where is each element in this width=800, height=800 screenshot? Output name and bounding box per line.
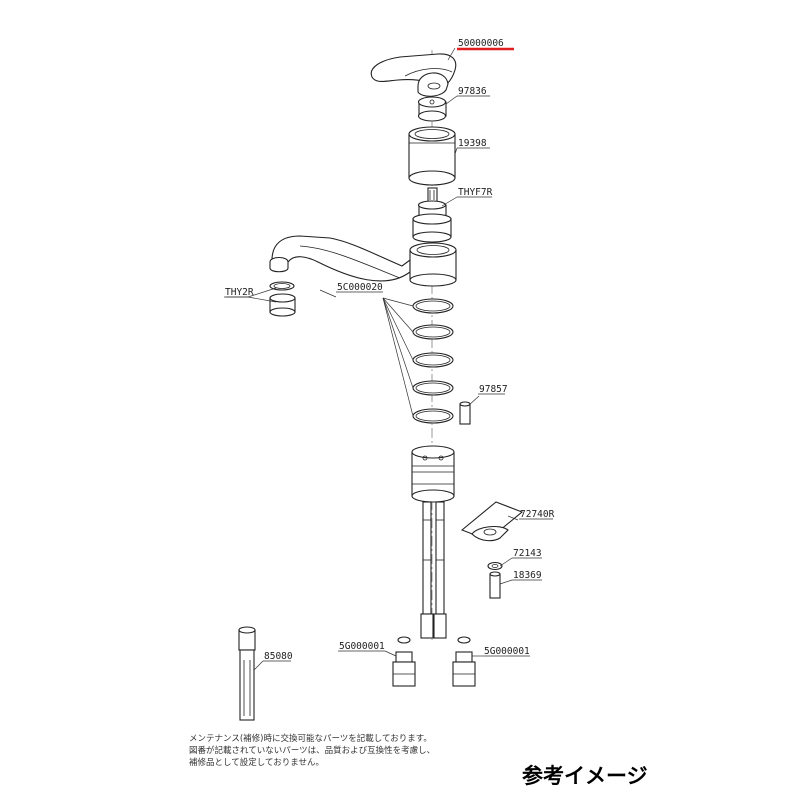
body-cover-part (408, 126, 456, 186)
connector-left-part (392, 636, 416, 687)
washer-label: 72143 (513, 548, 542, 559)
connector-right-label: 5G000001 (484, 646, 530, 657)
body-cover-label: 19398 (458, 138, 487, 149)
pin-part (459, 401, 471, 425)
plate-label: 72740R (520, 509, 555, 520)
washer-part (487, 561, 503, 571)
cap-label: 97836 (458, 86, 487, 97)
plate-part (460, 501, 524, 542)
valve-body-part (411, 445, 455, 503)
maintenance-notes: メンテナンス(補修)時に交換可能なパーツを記載しております。 図番が記載されてい… (189, 733, 435, 768)
note-line-1: メンテナンス(補修)時に交換可能なパーツを記載しております。 (189, 733, 432, 744)
o-rings-label: 5C000020 (337, 282, 383, 293)
spout-part (269, 235, 457, 287)
cartridge-part (412, 187, 452, 243)
o-ring-set (412, 298, 454, 424)
part-labels: 50000006 97836 19398 THYF7R THY2R 5C0000… (224, 38, 555, 662)
cap-part (417, 96, 447, 122)
lever-handle (370, 53, 457, 97)
aerator-part (269, 281, 296, 317)
leader-lines (226, 47, 519, 671)
wrench-tool-part (238, 626, 256, 721)
supply-hoses (420, 501, 447, 639)
connector-left-label: 5G000001 (339, 641, 385, 652)
stud-label: 18369 (513, 570, 542, 581)
reference-image-caption: 参考イメージ (522, 764, 648, 788)
note-line-2: 図番が記載されていないパーツは、品質および互換性を考慮し、 (189, 745, 435, 756)
aerator-label: THY2R (225, 287, 254, 298)
cartridge-label: THYF7R (458, 187, 493, 198)
pin-label: 97857 (479, 384, 508, 395)
stud-part (489, 571, 501, 599)
note-line-3: 補修品として設定しておりません。 (189, 757, 324, 768)
connector-right-part (452, 636, 476, 687)
wrench-label: 85080 (264, 651, 293, 662)
handle-label: 50000006 (458, 38, 504, 49)
